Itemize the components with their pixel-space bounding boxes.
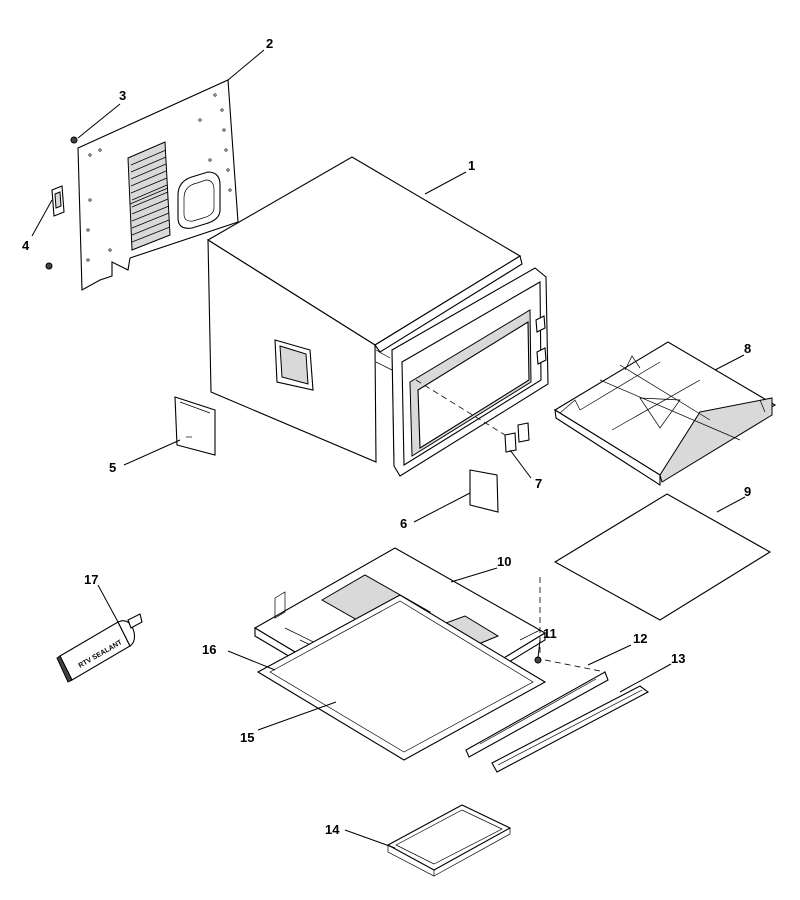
callout-13: 13	[671, 651, 685, 666]
callout-1: 1	[468, 158, 475, 173]
callout-3: 3	[119, 88, 126, 103]
callout-6: 6	[400, 516, 407, 531]
callout-11: 11	[543, 626, 557, 641]
leader-lines	[31, 49, 746, 849]
callout-2: 2	[266, 36, 273, 51]
callout-4: 4	[22, 238, 30, 253]
part-15-sheet	[257, 671, 405, 761]
callout-12: 12	[633, 631, 647, 646]
callout-14: 14	[325, 822, 340, 837]
callout-7: 7	[535, 476, 542, 491]
part-12-rail	[465, 659, 609, 758]
callout-9: 9	[744, 484, 751, 499]
part-1-cabinet	[206, 156, 549, 477]
callout-17: 17	[84, 572, 98, 587]
part-17-sealant-tube	[56, 613, 143, 683]
part-2-rear-panel	[77, 79, 239, 291]
part-6-pad	[469, 469, 499, 513]
callout-16: 16	[202, 642, 216, 657]
part-5-cover	[174, 396, 216, 456]
callout-10: 10	[497, 554, 511, 569]
part-3-screw	[45, 136, 78, 270]
callout-5: 5	[109, 460, 116, 475]
callouts: 1 2 3 4 5 6 7 8 9 10 11 12 13 14 15 16 1…	[22, 36, 751, 837]
part-7-spacers	[415, 379, 530, 453]
part-13-strip	[491, 685, 650, 773]
part-4-bracket	[51, 185, 65, 217]
callout-8: 8	[744, 341, 751, 356]
part-8-tray	[553, 341, 777, 487]
part-14-bottom-cover	[386, 804, 512, 877]
part-11-screw	[534, 577, 542, 664]
callout-15: 15	[240, 730, 254, 745]
part-9-sheet	[553, 493, 772, 621]
